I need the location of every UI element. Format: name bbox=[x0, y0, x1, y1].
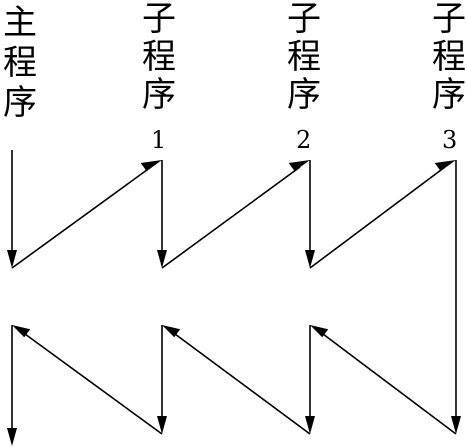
up-arrowhead bbox=[434, 160, 456, 172]
sub3-label-char-2: 程 bbox=[432, 37, 466, 77]
subroutine-3-label: 子 程 序 3 bbox=[432, 0, 466, 154]
main-label-char-2: 程 bbox=[3, 43, 37, 83]
sub2-label-char-1: 子 bbox=[287, 0, 321, 39]
sub3-label-char-1: 子 bbox=[432, 0, 466, 39]
down-arrowhead bbox=[305, 416, 315, 434]
sub2-label-char-2: 程 bbox=[287, 37, 321, 77]
call-sub2-arrow bbox=[161, 166, 301, 269]
return-to-sub2-arrow bbox=[322, 333, 457, 435]
return-path bbox=[7, 325, 457, 446]
main-label-char-1: 主 bbox=[3, 3, 37, 43]
down-arrowhead bbox=[7, 428, 17, 446]
down-arrowhead bbox=[157, 416, 167, 434]
sub2-number: 2 bbox=[296, 126, 311, 154]
sub1-label-char-1: 子 bbox=[142, 0, 176, 39]
return-arrowhead bbox=[12, 325, 31, 338]
sub3-number: 3 bbox=[442, 126, 457, 154]
call-sub1-arrow bbox=[11, 166, 152, 269]
down-arrowhead bbox=[305, 250, 315, 268]
return-to-sub1-arrow bbox=[174, 333, 311, 435]
down-arrowhead bbox=[157, 250, 167, 268]
subroutine-2-label: 子 程 序 2 bbox=[287, 0, 321, 154]
sub1-number: 1 bbox=[151, 126, 166, 154]
return-to-main-arrow bbox=[24, 333, 163, 435]
up-arrowhead bbox=[288, 160, 310, 172]
main-label-char-3: 序 bbox=[3, 83, 37, 123]
call-path bbox=[7, 150, 456, 269]
sub2-label-char-3: 序 bbox=[287, 75, 321, 115]
return-arrowhead bbox=[162, 325, 181, 338]
down-arrowhead bbox=[7, 250, 17, 268]
sub3-label-char-3: 序 bbox=[432, 75, 466, 115]
main-program-label: 主 程 序 bbox=[3, 3, 37, 123]
call-sub3-arrow bbox=[309, 166, 446, 269]
return-arrowhead bbox=[310, 325, 329, 338]
sub1-label-char-3: 序 bbox=[142, 75, 176, 115]
subroutine-1-label: 子 程 序 1 bbox=[142, 0, 176, 154]
sub1-label-char-2: 程 bbox=[142, 37, 176, 77]
up-arrowhead bbox=[140, 160, 162, 172]
down-arrowhead bbox=[451, 416, 461, 434]
